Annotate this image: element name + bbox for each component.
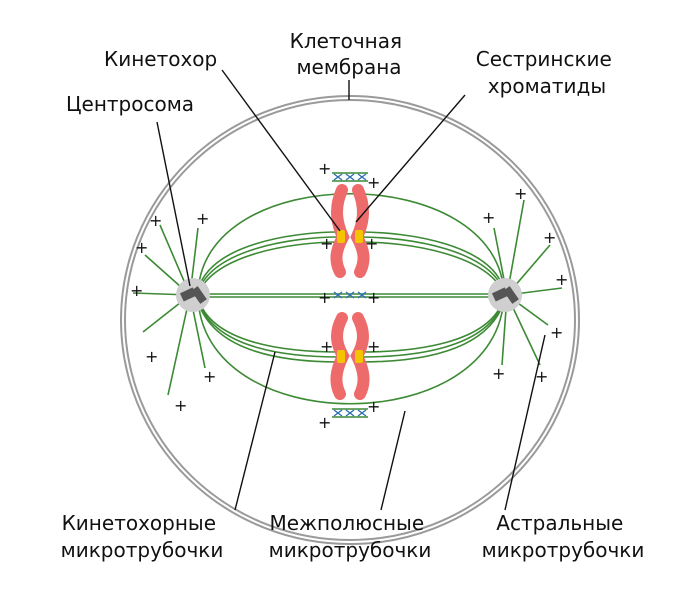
label-line: Кинетохорные <box>62 511 216 535</box>
plus-sign: + <box>174 396 187 415</box>
chromosome-upper <box>330 184 370 278</box>
plus-sign: + <box>514 184 527 203</box>
plus-sign: + <box>145 347 158 366</box>
kinetochore-left <box>337 230 345 243</box>
label-centrosome: Центросома <box>66 92 194 116</box>
label-line: микротрубочки <box>482 538 645 562</box>
label-astral-microtubules: Астральные микротрубочки <box>482 511 645 562</box>
plus-sign: + <box>492 364 505 383</box>
plus-sign: + <box>318 288 331 307</box>
kinetochore-microtubules <box>197 231 505 363</box>
label-cell-membrane: Клеточная мембрана <box>290 29 409 79</box>
plus-sign: + <box>149 211 162 230</box>
label-line: Межполюсные <box>269 511 424 535</box>
plus-sign: + <box>135 238 148 257</box>
labels: Кинетохор Клеточная мембрана Сестринские… <box>61 29 645 562</box>
plus-sign: + <box>196 209 209 228</box>
plus-sign: + <box>203 367 216 386</box>
plus-sign: + <box>535 367 548 386</box>
plus-sign: + <box>318 159 331 178</box>
plus-sign: + <box>367 288 380 307</box>
label-kinetochore: Кинетохор <box>104 47 217 71</box>
label-line: хроматиды <box>488 74 606 98</box>
label-line: микротрубочки <box>269 538 432 562</box>
centrosome-right <box>488 278 522 312</box>
plus-sign: + <box>365 234 378 253</box>
plus-sign: + <box>130 281 143 300</box>
chromosome-lower <box>330 312 370 400</box>
label-interpolar-microtubules: Межполюсные микротрубочки <box>269 511 432 562</box>
centrosome-left <box>176 278 210 312</box>
plus-sign: + <box>367 173 380 192</box>
kinetochore-right <box>355 350 363 363</box>
plus-sign: + <box>367 337 380 356</box>
plus-sign: + <box>320 337 333 356</box>
label-line: мембрана <box>296 55 401 79</box>
leader-lines <box>156 69 546 511</box>
plus-sign: + <box>550 323 563 342</box>
plus-sign: + <box>320 234 333 253</box>
label-kinetochore-microtubules: Кинетохорные микротрубочки <box>61 511 224 562</box>
cell-membrane <box>120 95 580 545</box>
label-line: Астральные <box>496 511 623 535</box>
plus-sign: + <box>555 270 568 289</box>
label-line: Сестринские <box>476 47 612 71</box>
label-line: Клеточная <box>290 29 402 53</box>
kinetochore-right <box>355 230 363 243</box>
plus-sign: + <box>367 397 380 416</box>
plus-sign: + <box>482 208 495 227</box>
plus-sign: + <box>543 228 556 247</box>
kinetochore-left <box>337 350 345 363</box>
plus-end-markers: + + + + + + + + + + + + + + + + + + + + … <box>130 159 568 432</box>
microtubule-crosslinks <box>332 172 368 418</box>
label-line: микротрубочки <box>61 538 224 562</box>
plus-sign: + <box>318 413 331 432</box>
label-sister-chromatids: Сестринские хроматиды <box>476 47 618 98</box>
interpolar-microtubules <box>197 192 505 405</box>
